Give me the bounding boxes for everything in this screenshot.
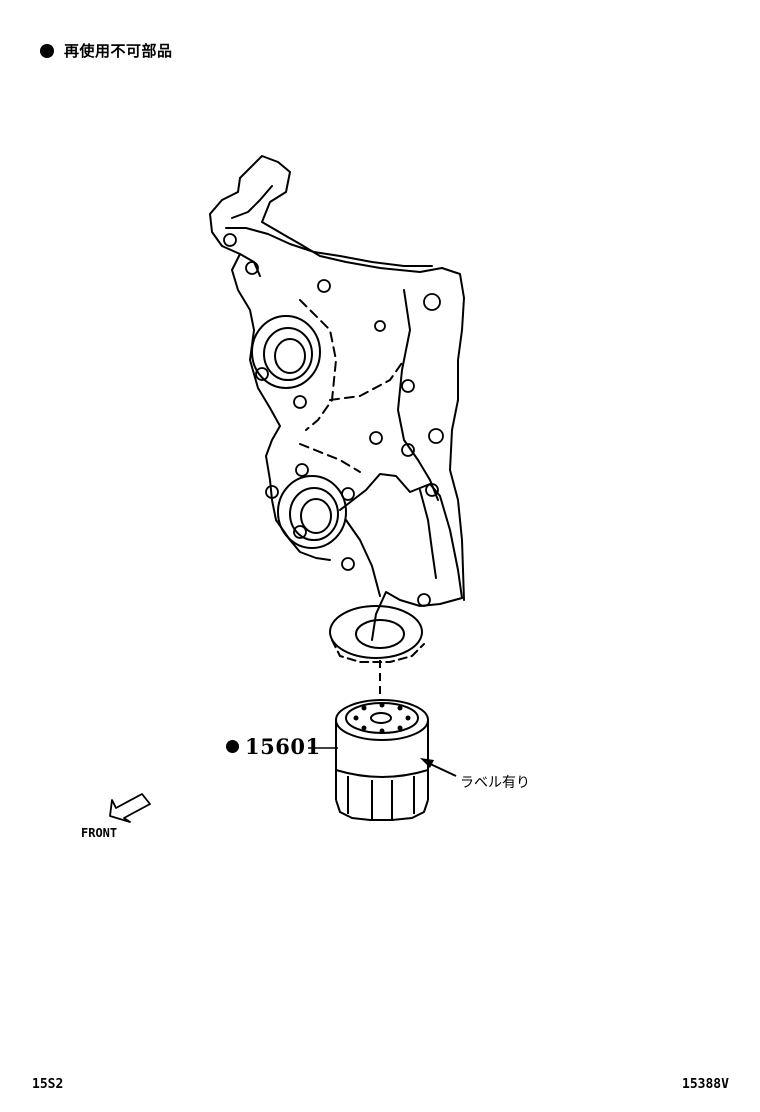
label-pointer-arrow [420,758,457,777]
figure-code-left: 15S2 [32,1077,64,1092]
part-callout-15601: 15601 [226,734,321,759]
part-number: 15601 [245,734,321,759]
front-label: FRONT [81,826,118,840]
figure-code-right: 15388V [682,1077,729,1092]
oil-filter-drawing [335,699,429,821]
timing-chain-cover-drawing [209,155,465,663]
non-reusable-bullet-icon [40,43,54,58]
non-reusable-bullet-icon [226,740,239,753]
legend: 再使用不可部品 [40,40,173,61]
front-arrow-icon [109,793,151,823]
legend-text: 再使用不可部品 [64,42,173,60]
part-note: ラベル有り [460,775,530,791]
